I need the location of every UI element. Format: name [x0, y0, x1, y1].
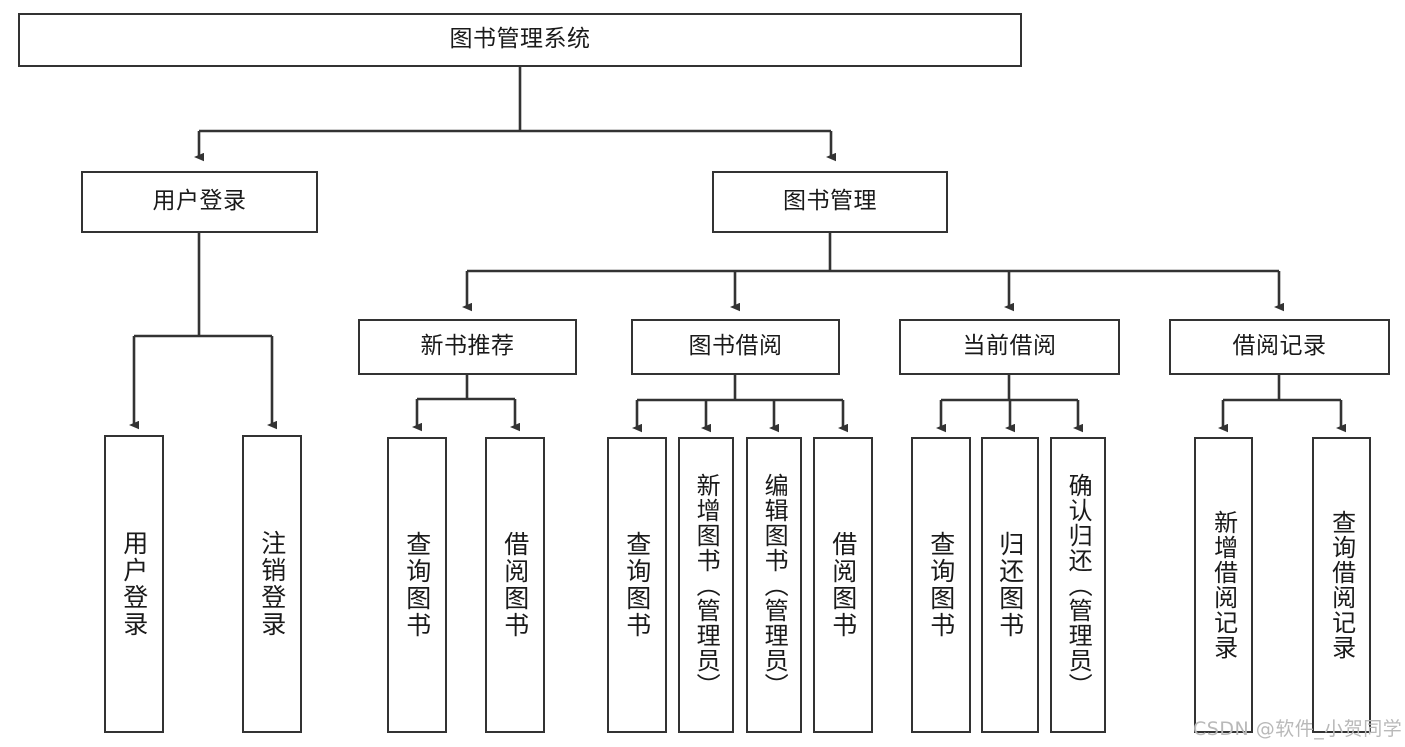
node-book-management[interactable]: 图书管理 [712, 171, 948, 233]
leaf-user-login-logout[interactable]: 注销登录 [242, 435, 302, 733]
node-label: 归还图书 [995, 531, 1025, 639]
leaf-borrow-record-query-record[interactable]: 查询借阅记录 [1312, 437, 1371, 733]
node-label: 借阅记录 [1232, 333, 1327, 360]
leaf-borrow-record-add-record[interactable]: 新增借阅记录 [1194, 437, 1253, 733]
node-label: 确认归还（管理员） [1064, 472, 1093, 698]
node-label: 查询图书 [402, 531, 432, 639]
leaf-book-borrow-add-book-admin[interactable]: 新增图书（管理员） [678, 437, 734, 733]
node-label: 图书借阅 [688, 333, 783, 360]
node-label: 当前借阅 [962, 333, 1057, 360]
leaf-book-borrow-query-book[interactable]: 查询图书 [607, 437, 667, 733]
leaf-book-borrow-edit-book-admin[interactable]: 编辑图书（管理员） [746, 437, 802, 733]
node-label: 借阅图书 [500, 531, 530, 639]
leaf-book-borrow-borrow-book[interactable]: 借阅图书 [813, 437, 873, 733]
node-label: 图书管理系统 [449, 26, 591, 53]
node-label: 图书管理 [783, 188, 877, 215]
node-user-login[interactable]: 用户登录 [81, 171, 318, 233]
node-label: 用户登录 [152, 188, 247, 215]
node-label: 用户登录 [119, 530, 149, 638]
leaf-current-borrow-confirm-return-admin[interactable]: 确认归还（管理员） [1050, 437, 1106, 733]
node-borrow-record[interactable]: 借阅记录 [1169, 319, 1390, 375]
node-label: 新增图书（管理员） [692, 472, 721, 698]
node-label: 借阅图书 [828, 531, 858, 639]
node-current-borrow[interactable]: 当前借阅 [899, 319, 1120, 375]
node-label: 新增借阅记录 [1209, 510, 1238, 660]
node-root-book-management-system[interactable]: 图书管理系统 [18, 13, 1022, 67]
leaf-new-book-query-book[interactable]: 查询图书 [387, 437, 447, 733]
leaf-user-login-login[interactable]: 用户登录 [104, 435, 164, 733]
leaf-new-book-borrow-book[interactable]: 借阅图书 [485, 437, 545, 733]
node-label: 新书推荐 [420, 333, 515, 360]
node-label: 编辑图书（管理员） [760, 472, 789, 698]
node-new-book-recommend[interactable]: 新书推荐 [358, 319, 577, 375]
node-label: 查询图书 [926, 531, 956, 639]
node-label: 查询图书 [622, 531, 652, 639]
leaf-current-borrow-return-book[interactable]: 归还图书 [981, 437, 1039, 733]
node-book-borrow[interactable]: 图书借阅 [631, 319, 840, 375]
node-label: 注销登录 [257, 530, 287, 638]
csdn-watermark: CSDN @软件_小贺同学 [1193, 718, 1403, 740]
leaf-current-borrow-query-book[interactable]: 查询图书 [911, 437, 971, 733]
node-label: 查询借阅记录 [1327, 510, 1356, 660]
